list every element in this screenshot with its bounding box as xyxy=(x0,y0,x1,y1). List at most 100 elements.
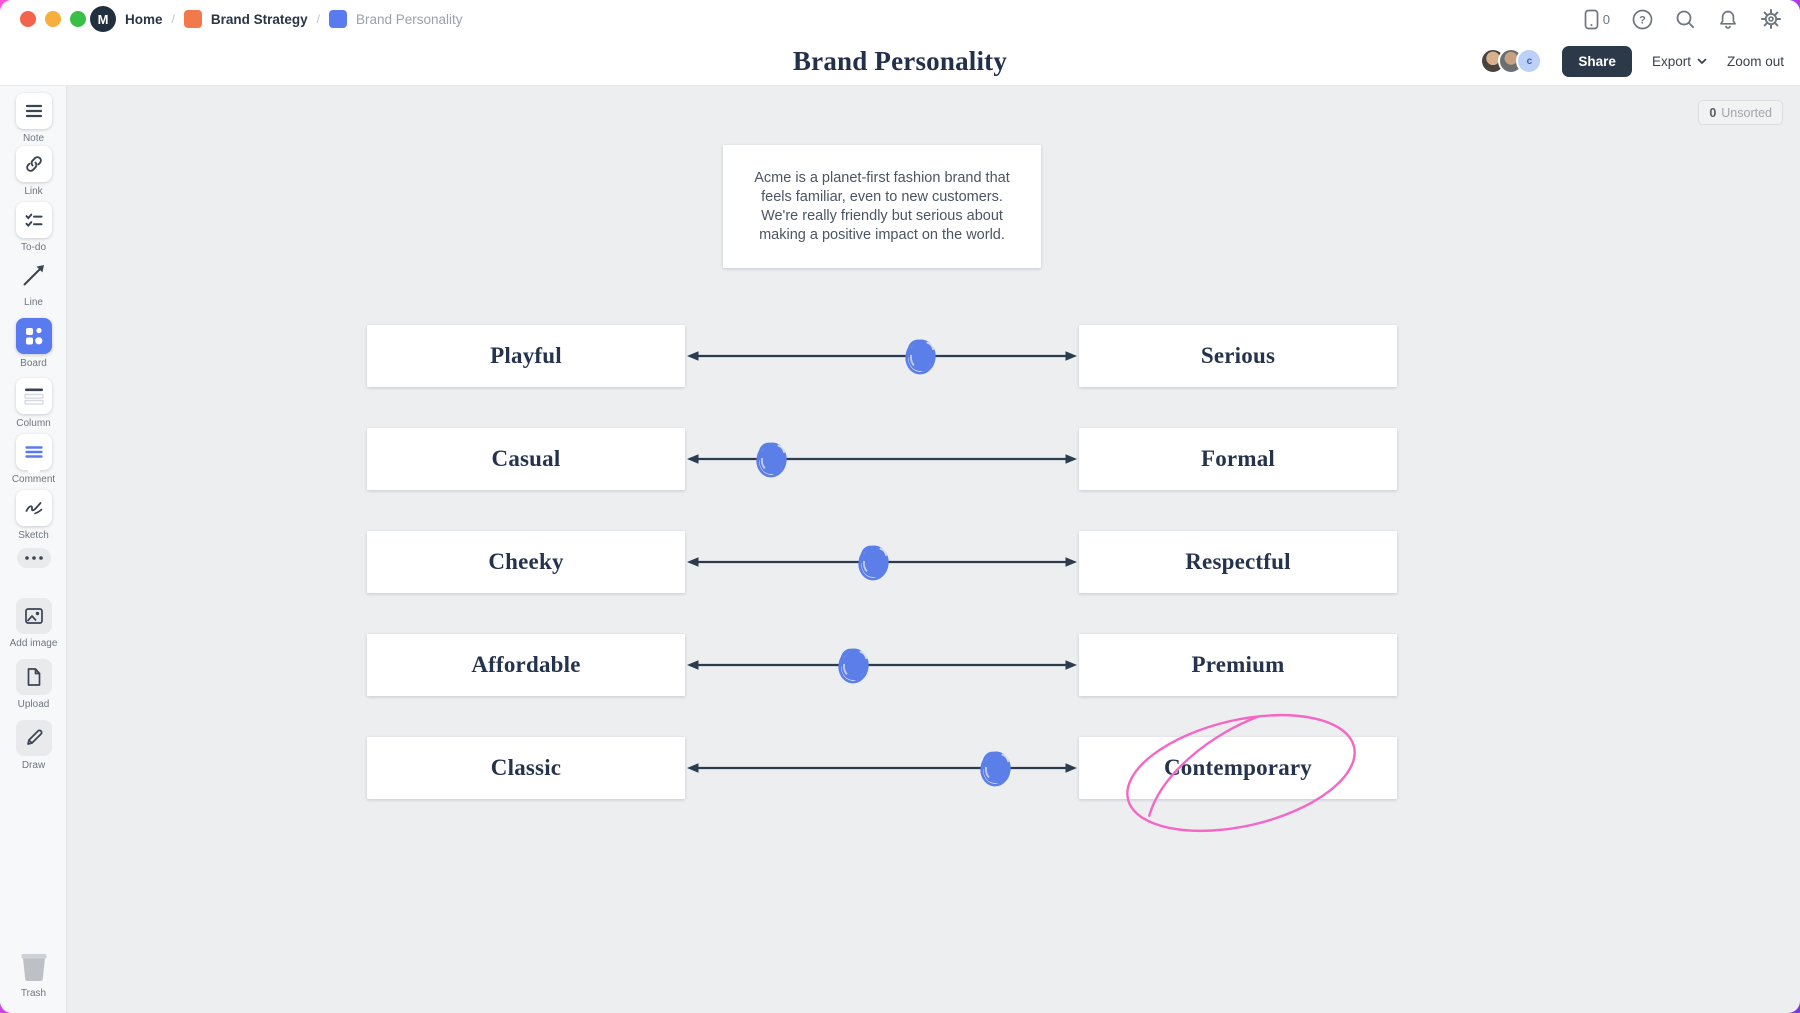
sidebar-item-label: To-do xyxy=(20,242,46,253)
board-thumb-orange-icon[interactable] xyxy=(183,10,202,28)
marker-scribble[interactable] xyxy=(835,643,873,688)
sidebar-item-label: Comment xyxy=(11,474,56,485)
scale-track[interactable] xyxy=(685,634,1079,696)
sidebar-item-board[interactable]: Board xyxy=(0,318,67,369)
scale-card-left[interactable]: Affordable xyxy=(367,634,685,696)
sidebar-item-add-image[interactable]: Add image xyxy=(0,598,67,649)
brand-note-card[interactable]: Acme is a planet-first fashion brand tha… xyxy=(723,145,1041,268)
double-arrow-line[interactable] xyxy=(685,349,1079,363)
unsorted-count: 0 xyxy=(1709,105,1717,120)
traffic-lights xyxy=(20,11,86,27)
minimize-window-button[interactable] xyxy=(45,11,61,27)
sidebar-item-column[interactable]: Column xyxy=(0,378,67,429)
note-text: Acme is a planet-first fashion brand tha… xyxy=(754,169,1010,243)
scale-card-left[interactable]: Playful xyxy=(367,325,685,387)
export-button[interactable]: Export xyxy=(1652,54,1707,69)
scale-row-affordable-premium: Affordable Premium xyxy=(367,634,1397,696)
scale-card-label: Formal xyxy=(1200,446,1275,471)
scale-card-right[interactable]: Formal xyxy=(1079,428,1397,490)
comment-icon xyxy=(15,434,52,478)
scale-card-right[interactable]: Contemporary xyxy=(1079,737,1397,799)
pink-ellipse-annotation[interactable] xyxy=(1112,698,1370,848)
sidebar-item-draw[interactable]: Draw xyxy=(0,720,67,771)
board-thumb-blue-icon[interactable] xyxy=(328,10,347,28)
sidebar-item-label: Upload xyxy=(17,699,50,710)
unsorted-badge[interactable]: 0 Unsorted xyxy=(1698,100,1783,125)
scale-card-left[interactable]: Casual xyxy=(367,428,685,490)
sidebar-item-label: Draw xyxy=(21,760,46,771)
sidebar-item-label: Link xyxy=(24,186,43,197)
link-icon xyxy=(15,146,52,182)
sidebar-item-todo[interactable]: To-do xyxy=(0,202,67,253)
scale-track[interactable] xyxy=(685,428,1079,490)
breadcrumb-separator: / xyxy=(171,12,175,26)
sidebar-item-link[interactable]: Link xyxy=(0,146,67,197)
sidebar-item-comment[interactable]: Comment xyxy=(0,434,67,485)
sidebar-item-upload[interactable]: Upload xyxy=(0,659,67,710)
zoom-window-button[interactable] xyxy=(70,11,86,27)
scale-row-cheeky-respectful: Cheeky Respectful xyxy=(367,531,1397,593)
close-window-button[interactable] xyxy=(20,11,36,27)
sidebar-trash[interactable]: Trash xyxy=(0,948,67,999)
scale-track[interactable] xyxy=(685,531,1079,593)
breadcrumb-brand-strategy[interactable]: Brand Strategy xyxy=(210,11,308,27)
scale-track[interactable] xyxy=(685,737,1079,799)
breadcrumb: M Home / Brand Strategy / Brand Personal… xyxy=(90,0,463,38)
toolbar-sidebar: Note Link To-do Line Board xyxy=(0,86,67,1013)
scale-card-right[interactable]: Premium xyxy=(1079,634,1397,696)
titlebar: M Home / Brand Strategy / Brand Personal… xyxy=(0,0,1800,38)
sidebar-item-line[interactable]: Line xyxy=(0,257,67,308)
avatar[interactable]: c xyxy=(1516,48,1543,74)
share-button[interactable]: Share xyxy=(1562,45,1632,77)
scale-row-casual-formal: Casual Formal xyxy=(367,428,1397,490)
sidebar-item-sketch[interactable]: Sketch xyxy=(0,490,67,541)
scale-card-label: Cheeky xyxy=(488,549,564,574)
sidebar-item-label: Board xyxy=(20,358,47,369)
sidebar-item-label: Note xyxy=(22,133,45,144)
scale-card-right[interactable]: Serious xyxy=(1079,325,1397,387)
page-title: Brand Personality xyxy=(792,46,1008,76)
notifications-icon[interactable] xyxy=(1718,9,1738,30)
sidebar-item-label: Sketch xyxy=(18,530,49,541)
double-arrow-line[interactable] xyxy=(685,658,1079,672)
scale-card-left[interactable]: Cheeky xyxy=(367,531,685,593)
board-icon xyxy=(15,318,52,354)
unsorted-label: Unsorted xyxy=(1721,105,1772,120)
sidebar-more-button[interactable] xyxy=(0,548,67,568)
double-arrow-line[interactable] xyxy=(685,452,1079,466)
todo-icon xyxy=(15,202,52,238)
sidebar-item-label: Line xyxy=(24,297,43,308)
note-icon xyxy=(15,93,52,129)
header-icon-bar: 0 ? xyxy=(1584,0,1782,38)
scale-track[interactable] xyxy=(685,325,1079,387)
collaborator-avatars: c xyxy=(1480,48,1543,74)
zoom-out-button[interactable]: Zoom out xyxy=(1726,53,1784,69)
app-header: M Home / Brand Strategy / Brand Personal… xyxy=(0,0,1800,86)
export-label: Export xyxy=(1651,53,1691,69)
marker-scribble[interactable] xyxy=(855,540,893,585)
sidebar-item-label: Column xyxy=(16,418,51,429)
sidebar-item-note[interactable]: Note xyxy=(0,93,67,144)
sketch-icon xyxy=(15,490,52,526)
line-icon xyxy=(16,257,52,293)
upload-file-icon xyxy=(15,659,52,695)
more-icon xyxy=(16,548,51,568)
marker-scribble[interactable] xyxy=(977,746,1015,791)
double-arrow-line[interactable] xyxy=(685,761,1079,775)
search-icon[interactable] xyxy=(1675,9,1696,30)
breadcrumb-home[interactable]: Home xyxy=(125,11,163,27)
device-icon[interactable]: 0 xyxy=(1584,9,1610,30)
column-icon xyxy=(15,378,52,414)
settings-icon[interactable] xyxy=(1760,8,1782,30)
help-icon[interactable]: ? xyxy=(1632,9,1653,30)
scale-card-left[interactable]: Classic xyxy=(367,737,685,799)
scale-card-label: Premium xyxy=(1191,652,1285,677)
marker-scribble[interactable] xyxy=(902,334,940,379)
app-logo-icon[interactable]: M xyxy=(90,6,116,32)
sidebar-item-label: Add image xyxy=(9,638,58,649)
scale-card-right[interactable]: Respectful xyxy=(1079,531,1397,593)
scale-row-classic-contemporary: Classic Contemporary xyxy=(367,737,1397,799)
marker-scribble[interactable] xyxy=(753,437,791,482)
add-image-icon xyxy=(15,598,52,634)
breadcrumb-separator: / xyxy=(316,12,320,26)
